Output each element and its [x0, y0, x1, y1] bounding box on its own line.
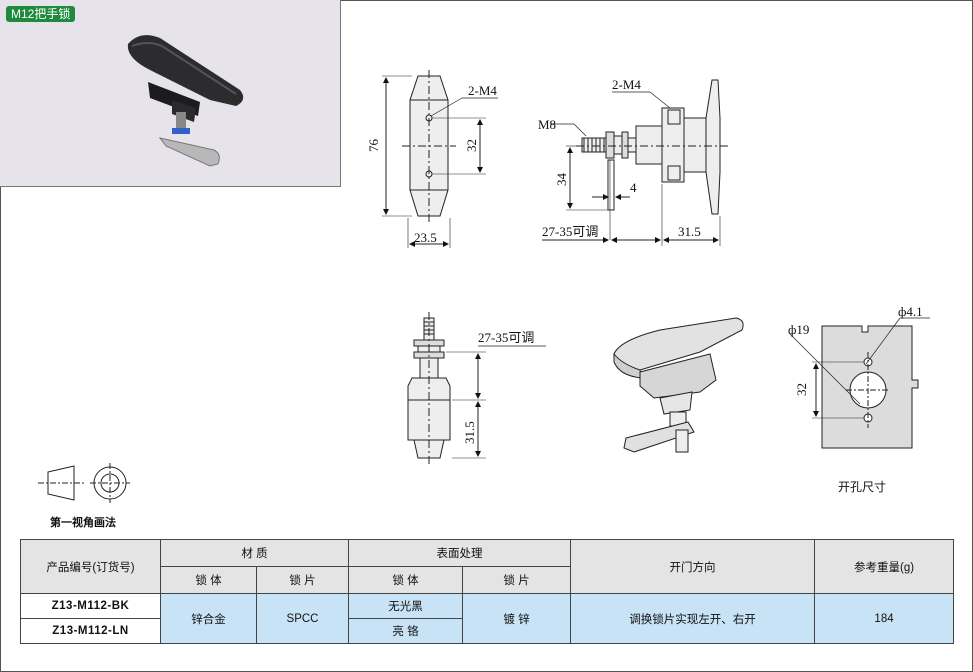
- iso-view: [613, 317, 744, 453]
- product-photo-panel: M12把手锁: [0, 0, 341, 187]
- front-dim-thread: 2-M4: [468, 83, 497, 98]
- cell-surface-body: 亮 铬: [348, 618, 464, 644]
- side-dim-thread: 2-M4: [612, 77, 641, 92]
- technical-drawing: 2-M4 76 32 23.5 2-M4 M8 34 4 27-35可调 31.…: [38, 70, 930, 503]
- row-code: Z13-M112-LN: [20, 618, 161, 644]
- side-dim-depth: 31.5: [678, 224, 701, 239]
- front-dim-pitch: 32: [464, 139, 479, 152]
- side-view: [542, 79, 730, 246]
- row-code: Z13-M112-BK: [20, 593, 161, 619]
- spec-table: 产品编号(订货号) 材 质 表面处理 开门方向 参考重量(g) 锁 体 锁 片 …: [20, 539, 955, 644]
- side-dim-stud: M8: [538, 117, 556, 132]
- side-dim-plate: 4: [630, 180, 637, 195]
- projection-caption: 第一视角画法: [50, 517, 116, 529]
- header-material: 材 质: [159, 539, 350, 567]
- cutout-dim-pitch: 32: [794, 383, 809, 396]
- cell-material-piece: SPCC: [255, 593, 350, 644]
- rear-dim-adjust: 27-35可调: [478, 330, 534, 345]
- product-photo: [127, 35, 244, 167]
- header-surface-piece: 锁 片: [462, 566, 572, 594]
- rear-dim-depth: 31.5: [462, 421, 477, 444]
- cutout-caption: 开孔尺寸: [838, 480, 887, 494]
- header-weight: 参考重量(g): [814, 539, 955, 594]
- header-surface-body: 锁 体: [348, 566, 464, 594]
- cutout-dim-big: ф19: [788, 322, 809, 337]
- cell-material-body: 锌合金: [160, 593, 257, 644]
- cell-direction: 调换锁片实现左开、右开: [570, 593, 816, 644]
- model-tag: M12把手锁: [6, 6, 76, 22]
- projection-symbol: [38, 463, 130, 503]
- header-material-body: 锁 体: [160, 566, 257, 594]
- header-direction: 开门方向: [570, 539, 816, 594]
- cell-surface-body: 无光黑: [348, 593, 464, 619]
- cell-weight: 184: [814, 593, 955, 644]
- side-dim-offset: 34: [554, 173, 569, 187]
- front-view: [382, 70, 498, 248]
- header-product-no: 产品编号(订货号): [20, 539, 161, 594]
- front-dim-width: 23.5: [414, 230, 437, 245]
- front-dim-height: 76: [366, 139, 381, 153]
- cutout-dim-small: ф4.1: [898, 304, 923, 319]
- header-surface: 表面处理: [348, 539, 572, 567]
- header-material-piece: 锁 片: [255, 566, 350, 594]
- cutout-view: [789, 317, 930, 449]
- side-dim-adjust: 27-35可调: [542, 224, 598, 239]
- rear-view: [407, 312, 546, 466]
- cell-surface-piece: 镀 锌: [462, 593, 572, 644]
